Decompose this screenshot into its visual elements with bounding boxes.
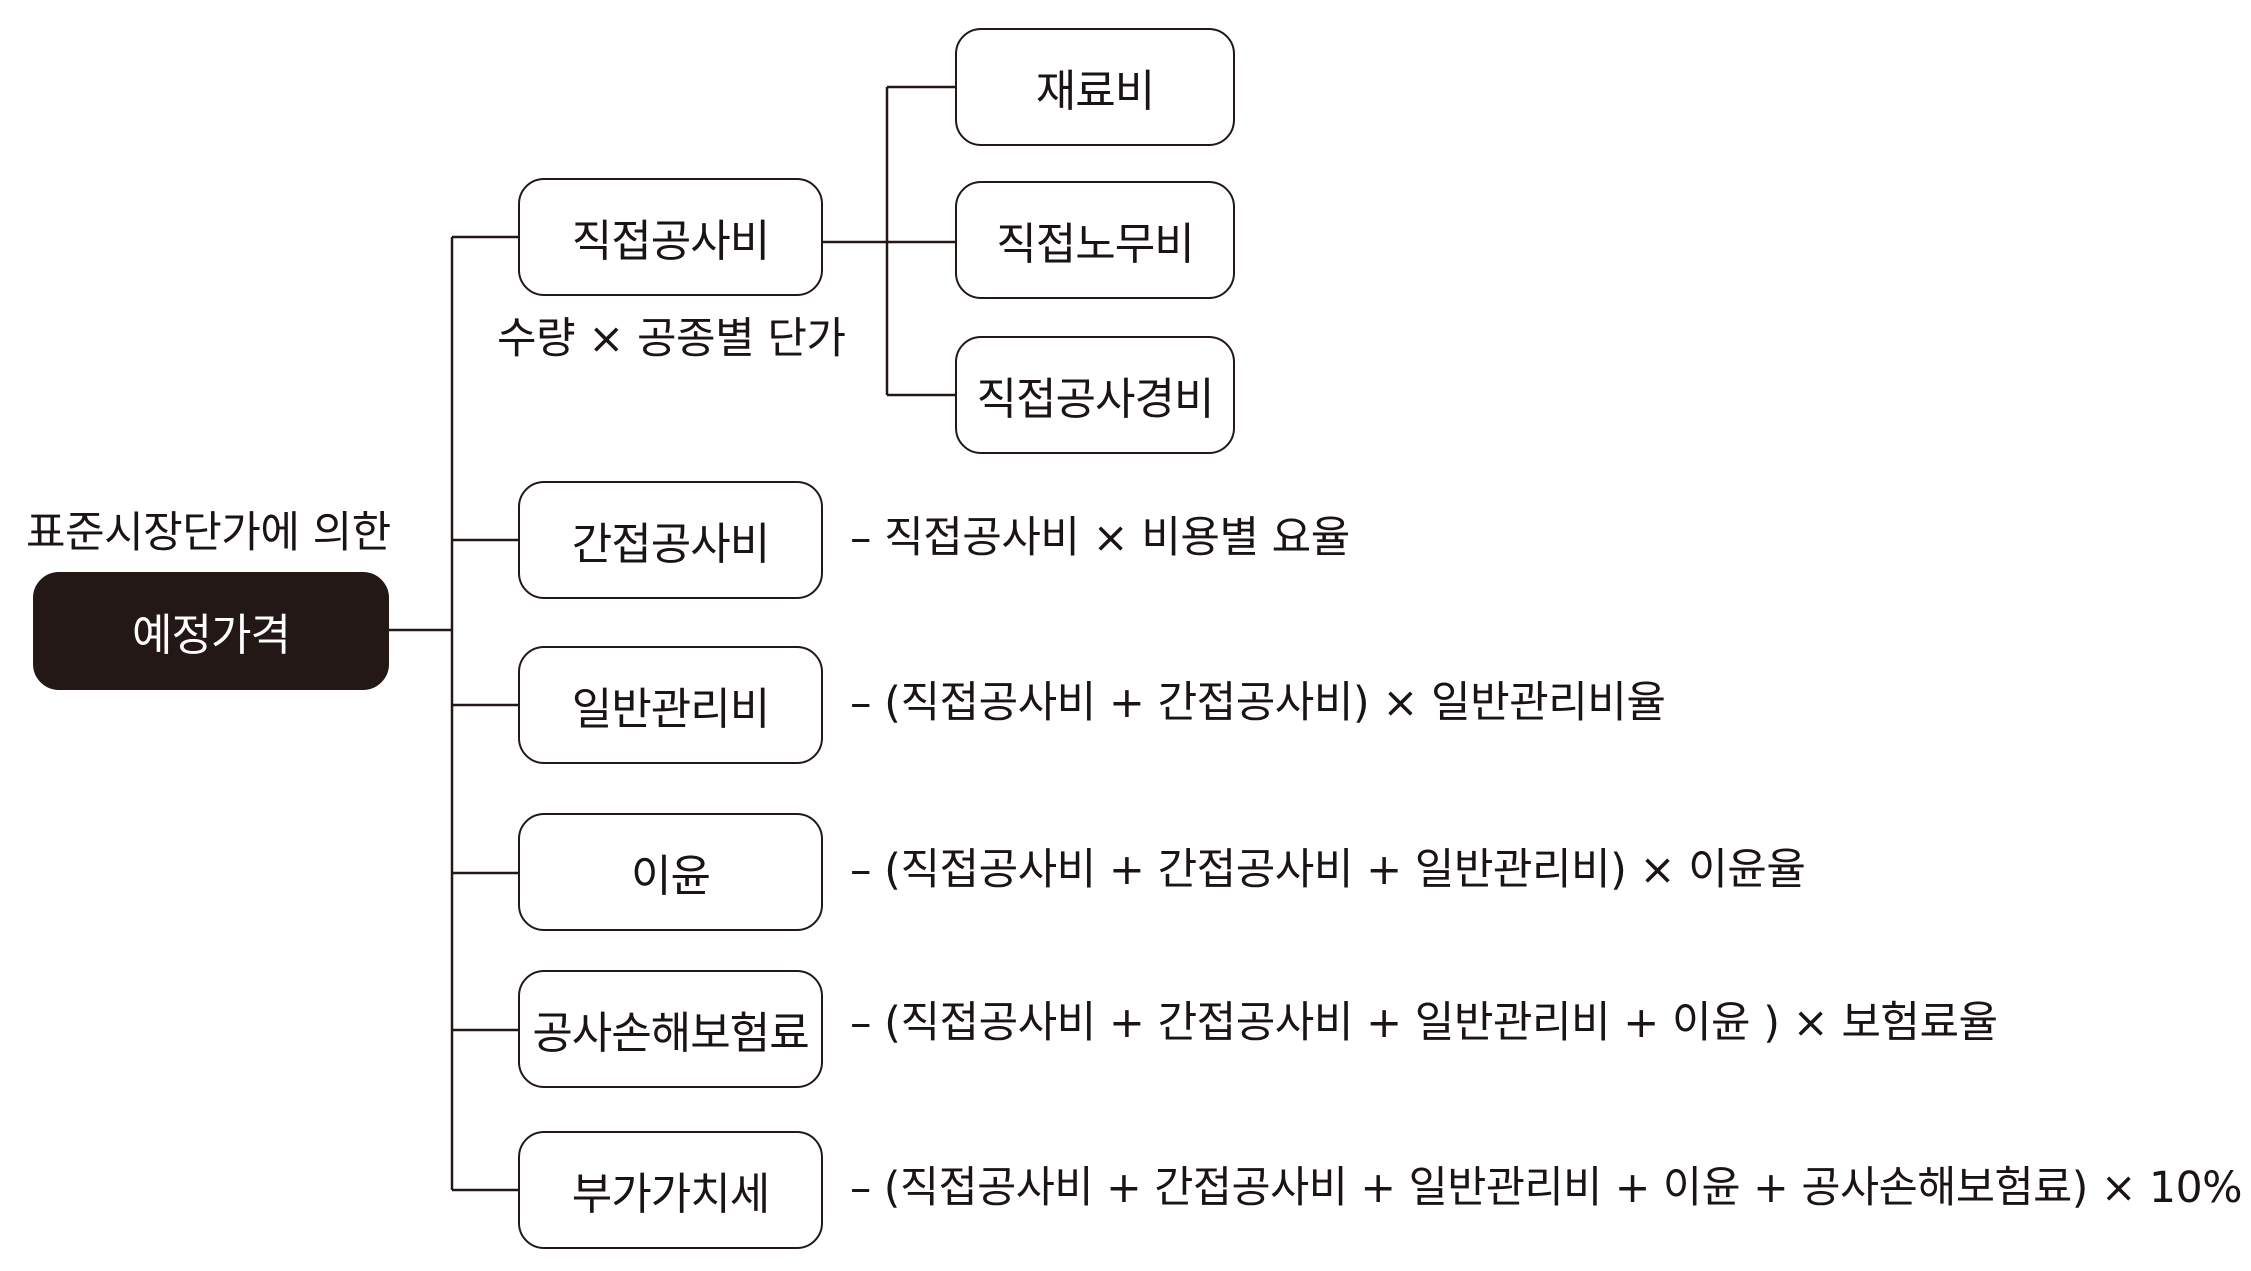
node-general-overhead: 일반관리비 <box>518 646 823 764</box>
node-direct-expense: 직접공사경비 <box>955 336 1235 454</box>
node-vat: 부가가치세 <box>518 1131 823 1249</box>
general-overhead-formula: – (직접공사비 + 간접공사비) × 일반관리비율 <box>850 678 1666 728</box>
node-indirect-cost: 간접공사비 <box>518 481 823 599</box>
vat-formula: – (직접공사비 + 간접공사비 + 일반관리비 + 이윤 + 공사손해보험료)… <box>850 1163 2243 1213</box>
node-material-cost: 재료비 <box>955 28 1235 146</box>
construction-insurance-formula: – (직접공사비 + 간접공사비 + 일반관리비 + 이윤 ) × 보험료율 <box>850 998 1998 1048</box>
node-direct-cost: 직접공사비 <box>518 178 823 296</box>
indirect-cost-formula: – 직접공사비 × 비용별 요율 <box>850 513 1350 563</box>
profit-formula: – (직접공사비 + 간접공사비 + 일반관리비) × 이윤율 <box>850 845 1806 895</box>
root-node-estimated-price: 예정가격 <box>33 572 389 690</box>
direct-cost-note: 수량 × 공종별 단가 <box>497 314 846 364</box>
root-caption: 표준시장단가에 의한 <box>26 508 391 558</box>
node-direct-labor-cost: 직접노무비 <box>955 181 1235 299</box>
node-profit: 이윤 <box>518 813 823 931</box>
node-construction-insurance: 공사손해보험료 <box>518 970 823 1088</box>
